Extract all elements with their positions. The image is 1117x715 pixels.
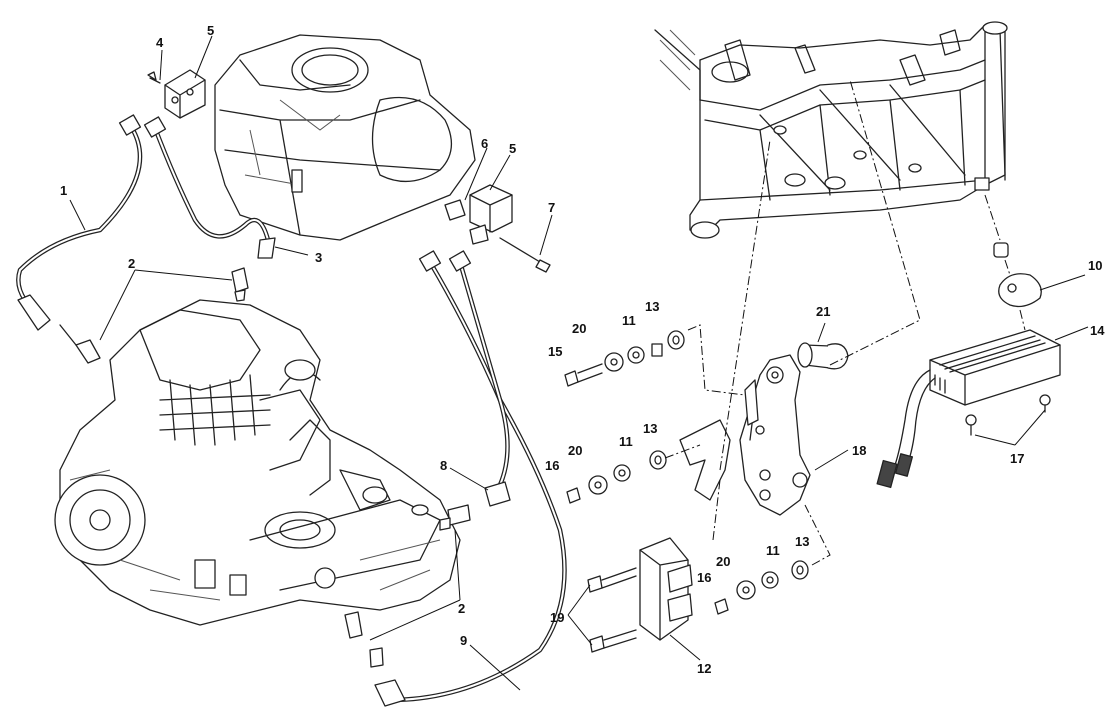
callout-8: 8 bbox=[440, 458, 447, 473]
callout-15: 15 bbox=[548, 344, 562, 359]
callout-11-bottom: 11 bbox=[766, 543, 780, 558]
callout-10: 10 bbox=[1088, 258, 1102, 273]
hardware-row-bottom bbox=[714, 560, 809, 615]
ht-cable-1 bbox=[16, 114, 276, 331]
callout-11-top: 11 bbox=[622, 313, 636, 328]
callout-14: 14 bbox=[1090, 323, 1105, 338]
callout-21: 21 bbox=[816, 304, 830, 319]
hardware-row-top bbox=[564, 330, 685, 387]
ht-cable-9 bbox=[344, 250, 567, 707]
callout-3: 3 bbox=[315, 250, 322, 265]
callout-7: 7 bbox=[548, 200, 555, 215]
frame-assembly bbox=[654, 21, 1008, 239]
callout-2-lower: 2 bbox=[458, 601, 465, 616]
callout-2-upper: 2 bbox=[128, 256, 135, 271]
assembly-lines bbox=[664, 79, 1026, 566]
callout-19: 19 bbox=[550, 610, 564, 625]
callout-4: 4 bbox=[156, 35, 164, 50]
callout-12: 12 bbox=[697, 661, 711, 676]
callout-5-left: 5 bbox=[207, 23, 214, 38]
callout-6: 6 bbox=[481, 136, 488, 151]
bracket-10 bbox=[993, 242, 1042, 308]
callout-13-middle: 13 bbox=[643, 421, 657, 436]
callout-16-bottom: 16 bbox=[697, 570, 711, 585]
rubber-mount-21 bbox=[797, 342, 849, 370]
callout-13-bottom: 13 bbox=[795, 534, 809, 549]
mounting-bracket-18 bbox=[679, 354, 811, 516]
callout-17: 17 bbox=[1010, 451, 1024, 466]
ignition-control-unit-12 bbox=[639, 537, 693, 641]
ignition-coil-rear bbox=[444, 184, 551, 273]
hardware-row-middle bbox=[566, 450, 667, 504]
callout-5-right: 5 bbox=[509, 141, 516, 156]
engine-block bbox=[54, 299, 461, 626]
callout-16-middle: 16 bbox=[545, 458, 559, 473]
callout-labels: 1 2 2 3 4 5 5 6 7 8 9 10 11 11 11 12 13 … bbox=[60, 23, 1105, 676]
fuel-tank bbox=[214, 34, 476, 241]
bolts-19 bbox=[587, 567, 637, 653]
callout-11-middle: 11 bbox=[619, 434, 633, 449]
callout-20-top: 20 bbox=[572, 321, 586, 336]
callout-1: 1 bbox=[60, 183, 67, 198]
spark-plug-rear bbox=[59, 267, 249, 364]
ignition-coil-front bbox=[147, 69, 206, 119]
callout-9: 9 bbox=[460, 633, 467, 648]
callout-13-top: 13 bbox=[645, 299, 659, 314]
callout-18: 18 bbox=[852, 443, 866, 458]
voltage-regulator-14 bbox=[876, 329, 1061, 489]
callout-20-middle: 20 bbox=[568, 443, 582, 458]
callout-20-bottom: 20 bbox=[716, 554, 730, 569]
leader-lines bbox=[69, 35, 1089, 691]
